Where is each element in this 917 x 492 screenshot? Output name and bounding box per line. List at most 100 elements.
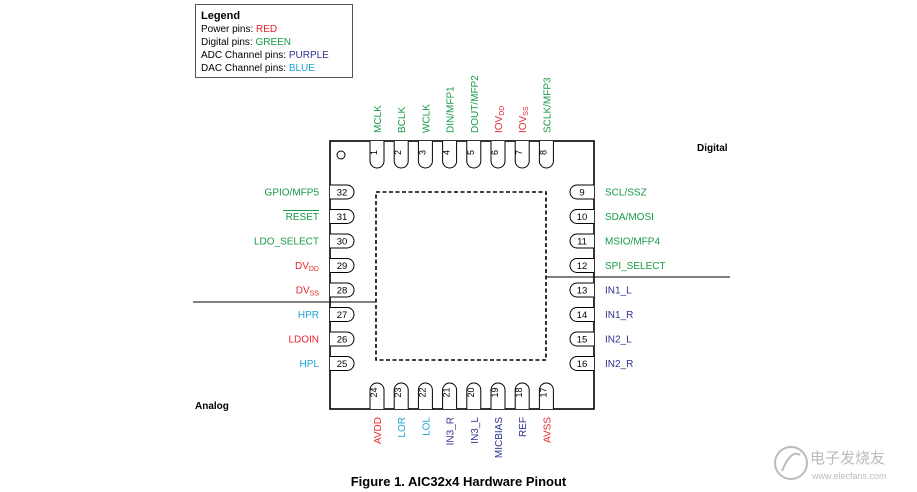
pin-name: IN3_R [446, 417, 457, 445]
pin-number: 4 [442, 150, 452, 155]
pin-name: LDO_SELECT [254, 237, 319, 248]
pin-pad [569, 307, 594, 322]
pin-pad [490, 141, 506, 169]
pin-name-main: RESET [286, 212, 319, 223]
pin-name-main: DIN/MFP1 [446, 86, 457, 133]
pin-name-main: IN1_R [605, 310, 633, 321]
pin-pad [490, 382, 506, 409]
pin-number: 8 [538, 150, 548, 155]
pin-name-main: IN2_L [605, 335, 632, 346]
pin-number: 15 [577, 335, 588, 346]
pin-pad [569, 356, 594, 371]
pin-name: IN1_L [605, 286, 632, 297]
pin-pad [417, 382, 433, 409]
legend-row-label: Power pins: [201, 24, 257, 35]
pin-name-subscript: SS [523, 106, 530, 116]
pin-name: IN3_L [470, 417, 481, 444]
pin-number: 18 [514, 387, 524, 397]
pin-name-main: MSIO/MFP4 [605, 237, 660, 248]
pin-pad [514, 141, 530, 169]
pin-name-main: AVDD [373, 417, 384, 444]
pin-pad [442, 382, 458, 409]
pin-8: 8 SCLK/MFP3 [538, 77, 554, 169]
pin-name: IOVSS [518, 106, 530, 133]
pin-name: DVDD [295, 261, 319, 273]
figure-caption: Figure 1. AIC32x4 Hardware Pinout [350, 474, 567, 489]
pin-name: SCL/SSZ [605, 188, 647, 199]
pin-name: IOVDD [494, 106, 506, 133]
pin-4: 4 DIN/MFP1 [442, 86, 458, 169]
pin-name-main: REF [518, 417, 529, 437]
legend-row-label: Digital pins: [201, 37, 256, 48]
pin-name-main: HPR [298, 310, 319, 321]
pin-number: 17 [538, 387, 548, 397]
pin-name-main: DV [296, 286, 310, 297]
pin-name-main: DOUT/MFP2 [470, 75, 481, 133]
legend-row-color: BLUE [288, 63, 315, 74]
pin-number: 11 [577, 237, 587, 248]
pin-pad [330, 331, 355, 347]
pin-name: BCLK [397, 107, 408, 133]
pin-pad [330, 258, 355, 273]
pin-number: 20 [466, 387, 476, 397]
pin-name-main: WCLK [421, 104, 432, 133]
pin-number: 14 [577, 310, 588, 321]
pin-pad [369, 382, 385, 409]
pin-name: LOL [421, 417, 432, 436]
legend-row-color: RED [256, 24, 278, 35]
pin-name: SCLK/MFP3 [542, 77, 553, 133]
legend-row-label: ADC Channel pins: [201, 50, 289, 61]
digital-section-label: Digital [697, 143, 728, 154]
pin-15: 15 IN2_L [569, 331, 632, 347]
legend-row-color: PURPLE [288, 50, 329, 61]
pin-number: 30 [337, 237, 348, 248]
pin-name-subscript: DD [309, 266, 319, 273]
pin-name: RESET [286, 212, 319, 223]
pin-name: IN2_L [605, 335, 632, 346]
pin-name: AVSS [542, 417, 553, 443]
pin-number: 9 [579, 188, 584, 199]
pin-number: 26 [337, 335, 348, 346]
analog-section-label: Analog [195, 401, 229, 412]
pin-pad [569, 282, 594, 298]
pin-name-main: MCLK [373, 105, 384, 133]
pin-number: 12 [577, 261, 588, 272]
pin-name-main: BCLK [397, 107, 408, 133]
pin-name-main: IN1_L [605, 286, 632, 297]
pin-30: 30 LDO_SELECT [254, 233, 355, 249]
pin-number: 13 [577, 286, 588, 297]
pin-name-main: SCL/SSZ [605, 188, 647, 199]
pin-pad [466, 382, 482, 409]
pin-pad [514, 382, 530, 409]
pin-pad [538, 382, 554, 409]
pin-pad [393, 382, 409, 409]
pin-name: MCLK [373, 105, 384, 133]
pin-name: LOR [397, 417, 408, 438]
pin-name-main: LOR [397, 417, 408, 438]
pin-name-main: SCLK/MFP3 [542, 77, 553, 133]
watermark-url: www.elecfans.com [811, 471, 887, 481]
pin-name-main: MICBIAS [494, 417, 505, 458]
pin-name: WCLK [421, 104, 432, 133]
pin-number: 27 [337, 310, 348, 321]
pin-pad [330, 282, 355, 298]
exposed-pad-outline [375, 191, 547, 361]
pin-pad [417, 141, 433, 169]
pin-pad [393, 141, 409, 169]
pin-name-main: GPIO/MFP5 [265, 188, 320, 199]
pin-name: DIN/MFP1 [446, 86, 457, 133]
pin-name: SPI_SELECT [605, 261, 666, 272]
pin-number: 25 [337, 359, 348, 370]
